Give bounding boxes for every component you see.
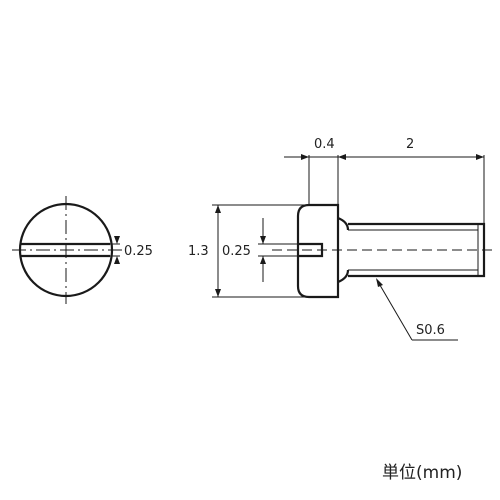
leader-line-thread — [376, 279, 413, 341]
head-length-label: 0.4 — [314, 137, 335, 152]
slot-arrow-up-icon — [114, 256, 120, 264]
slot-width-end-label: 0.25 — [124, 244, 153, 259]
head-diameter-label: 1.3 — [188, 244, 209, 259]
slot-arrow-down-icon — [114, 236, 120, 244]
arrow-diameter-bottom-icon — [215, 289, 221, 297]
unit-label: 単位(mm) — [382, 463, 462, 483]
arrow-diameter-top-icon — [215, 205, 221, 213]
slot-width-side-label: 0.25 — [222, 244, 251, 259]
end-view: 0.25 — [12, 196, 153, 304]
thread-length-label: 2 — [406, 137, 414, 152]
arrow-slot-side-down-icon — [260, 236, 266, 244]
arrow-slot-side-up-icon — [260, 256, 266, 264]
screw-head-outline — [296, 203, 340, 299]
thread-callout-label: S0.6 — [416, 323, 445, 338]
head-underside-curve — [337, 216, 350, 284]
leader-arrow-icon — [376, 278, 383, 287]
side-view: 0.4 2 1.3 0.25 S0.6 — [188, 137, 492, 341]
arrow-head-length-icon — [301, 154, 309, 160]
arrow-thread-length-icon — [476, 154, 484, 160]
